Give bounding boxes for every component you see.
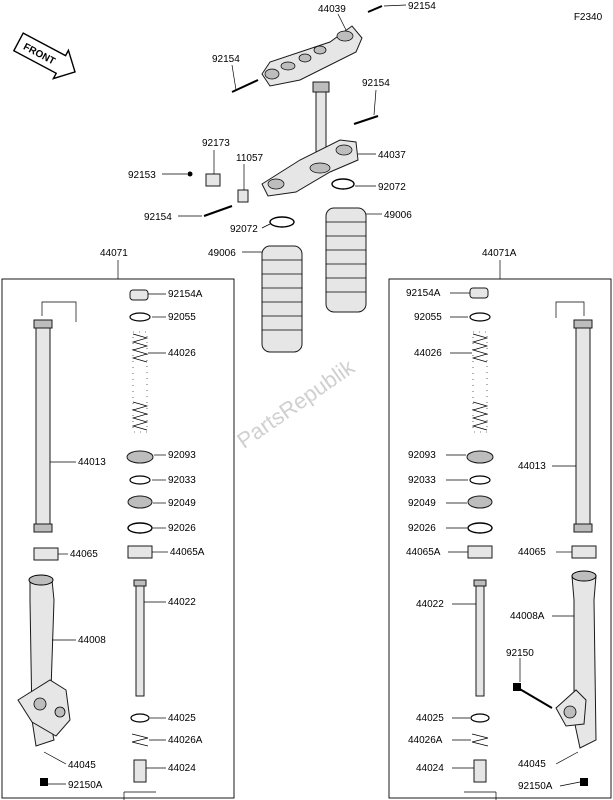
callout-49006-left: 49006	[208, 248, 236, 259]
inner-tube-44013-right	[555, 301, 593, 533]
callout-R-44026A: 44026A	[408, 735, 443, 746]
spring-44026A-right	[471, 733, 489, 747]
callout-L-92055: 92055	[168, 312, 196, 323]
callout-L-44026A: 44026A	[168, 735, 203, 746]
callout-L-92154A: 92154A	[168, 289, 203, 300]
callout-92173: 92173	[202, 138, 230, 149]
inner-tube-44013-left	[33, 301, 77, 533]
callout-49006-right: 49006	[384, 210, 412, 221]
callout-R-44013: 44013	[518, 461, 546, 472]
callout-11057: 11057	[236, 153, 264, 164]
callout-R-44026: 44026	[414, 348, 442, 359]
left-assembly-frame	[1, 278, 235, 799]
seal-92049-left	[127, 495, 153, 509]
callout-R-92049: 92049	[408, 498, 436, 509]
callout-L-44045: 44045	[68, 760, 96, 771]
callout-L-44022: 44022	[168, 597, 196, 608]
bushing-44065-right	[571, 545, 597, 559]
bushing-44065-left	[33, 547, 59, 561]
group-label-right: 44071A	[482, 248, 517, 259]
watermark: PartsRepublik	[232, 354, 359, 454]
upper-bracket-44039	[261, 25, 363, 87]
holder-11057	[237, 189, 249, 203]
cylinder-44022-right	[473, 579, 487, 697]
callout-L-44065: 44065	[70, 549, 98, 560]
callout-92154-stem: 92154	[362, 78, 390, 89]
callout-L-92033: 92033	[168, 475, 196, 486]
ring-92072-lower	[269, 216, 295, 228]
callout-L-44013: 44013	[78, 457, 106, 468]
right-assembly-frame	[388, 278, 612, 799]
ring-44025-right	[470, 713, 490, 723]
dust-boot-49006-right	[325, 207, 367, 313]
front-arrow-icon: FRONT	[12, 32, 76, 80]
callout-92154-top: 92154	[408, 1, 436, 12]
washer-92026-left	[127, 522, 153, 534]
callout-R-44008A: 44008A	[510, 611, 545, 622]
callout-L-44008: 44008	[78, 635, 106, 646]
callout-L-92150A: 92150A	[68, 780, 103, 791]
callout-R-44065A: 44065A	[406, 547, 441, 558]
ring-92055-right	[469, 312, 491, 322]
cylinder-44022-left	[133, 579, 147, 697]
clip-92033-left	[129, 475, 151, 485]
ring-44025-left	[130, 713, 150, 723]
page-code: F2340	[574, 12, 603, 23]
callout-L-44065A: 44065A	[170, 547, 205, 558]
callout-92072-lower: 92072	[230, 224, 258, 235]
callout-R-44022: 44022	[416, 599, 444, 610]
spring-44026A-left	[131, 733, 149, 747]
callout-R-92026: 92026	[408, 523, 436, 534]
ring-92072-upper	[331, 178, 355, 190]
clip-92033-right	[469, 475, 491, 485]
callout-92154-bracket: 92154	[212, 54, 240, 65]
callout-R-44024: 44024	[416, 763, 444, 774]
group-label-left: 44071	[100, 248, 128, 259]
clamp-92173	[205, 173, 221, 187]
callout-L-44026: 44026	[168, 348, 196, 359]
cap-92154A-right	[469, 287, 489, 299]
callout-44039: 44039	[318, 4, 346, 15]
callout-R-92150: 92150	[506, 648, 534, 659]
callout-R-92154A: 92154A	[406, 288, 441, 299]
callout-R-44065: 44065	[518, 547, 546, 558]
callout-R-44025: 44025	[416, 713, 444, 724]
seal-92049-right	[467, 495, 493, 509]
bolt-92150	[517, 687, 553, 709]
ring-92055-left	[129, 312, 151, 322]
piece-44024-right	[464, 759, 497, 800]
callout-92153: 92153	[128, 170, 156, 181]
callout-R-92093: 92093	[408, 450, 436, 461]
callout-92072-upper: 92072	[378, 182, 406, 193]
piece-44024-left	[123, 759, 156, 800]
seal-92093-left	[126, 450, 154, 464]
spring-44026-right	[471, 331, 489, 433]
callout-L-44025: 44025	[168, 713, 196, 724]
callout-L-92093: 92093	[168, 450, 196, 461]
spring-44026-left	[131, 331, 149, 433]
seal-92093-right	[466, 450, 494, 464]
cap-92154A-left	[129, 289, 149, 301]
bushing-44065A-right	[467, 545, 493, 559]
lower-bracket-44037	[261, 139, 359, 197]
washer-92026-right	[467, 522, 493, 534]
bushing-44065A-left	[127, 545, 153, 559]
callout-R-44045: 44045	[518, 759, 546, 770]
callout-44037: 44037	[378, 150, 406, 161]
callout-R-92033: 92033	[408, 475, 436, 486]
callout-R-92055: 92055	[414, 312, 442, 323]
callout-R-92150A: 92150A	[518, 781, 553, 792]
callout-L-92026: 92026	[168, 523, 196, 534]
callout-L-44024: 44024	[168, 763, 196, 774]
outer-tube-44008A	[555, 570, 597, 749]
callout-L-92049: 92049	[168, 498, 196, 509]
callout-92154-lower: 92154	[144, 212, 172, 223]
outer-tube-44008	[17, 574, 71, 747]
dust-boot-49006-left	[261, 245, 303, 353]
